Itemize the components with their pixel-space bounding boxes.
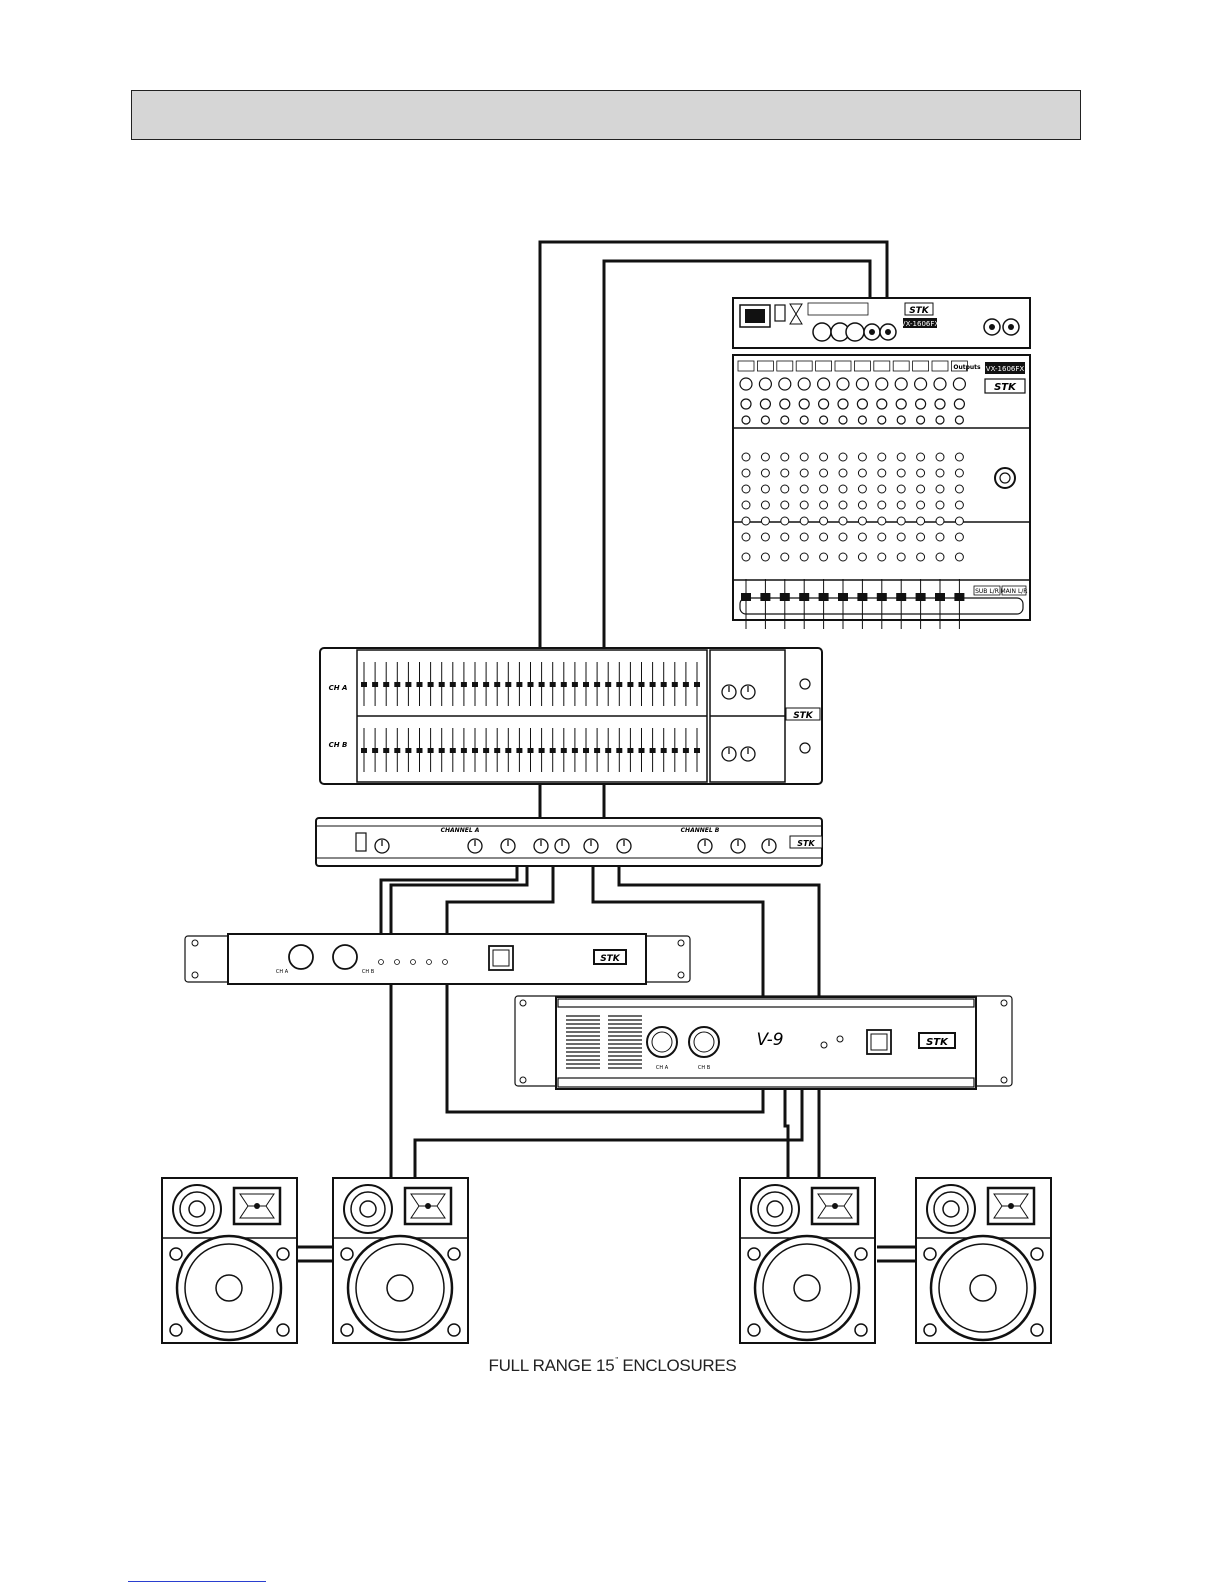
mixer: STK VX-1606FX VX-1606FX STK Outputs SUB … <box>733 298 1030 629</box>
eq-brand: STK <box>793 711 814 721</box>
amp-small-ch-b: CH B <box>362 969 375 975</box>
cable-amp-large-spk-left <box>415 1088 802 1178</box>
amp-large-ch-b: CH B <box>698 1065 711 1071</box>
power-switch-icon <box>775 305 785 321</box>
mixer-sub-label: SUB L/R <box>975 588 999 595</box>
mixer-rear-brand: STK <box>909 306 930 316</box>
caption: FULL RANGE 15" ENCLOSURES <box>0 1356 1225 1376</box>
xover-channel-b: CHANNEL B <box>681 827 720 834</box>
cable-link-left <box>297 1247 333 1261</box>
speaker-1 <box>162 1178 297 1343</box>
speaker-4 <box>916 1178 1051 1343</box>
amplifier-large: CH A CH B V-9 STK <box>515 996 1012 1089</box>
caption-text-end: ENCLOSURES <box>618 1356 737 1375</box>
eq-ch-a-label: CH A <box>329 684 348 692</box>
cable-link-right <box>877 1247 916 1261</box>
mixer-top-model: VX-1606FX <box>986 365 1025 373</box>
equalizer: CH A CH B STK <box>320 648 822 784</box>
mixer-top-brand: STK <box>994 382 1017 393</box>
xover-channel-a: CHANNEL A <box>441 827 480 834</box>
amp-small-brand: STK <box>600 954 621 964</box>
footer-link <box>128 1581 266 1582</box>
mixer-outputs-label: Outputs <box>953 364 981 371</box>
speaker-2 <box>333 1178 468 1343</box>
amp-large-model: V-9 <box>756 1030 783 1050</box>
speaker-3 <box>740 1178 875 1343</box>
amplifier-small: CH A CH B STK <box>185 934 690 984</box>
mixer-rear-model: VX-1606FX <box>901 320 940 328</box>
crossover: CHANNEL A CHANNEL B STK <box>316 818 822 866</box>
mixer-main-label: MAIN L/R <box>1001 588 1028 595</box>
cable-xover-amp-small-2 <box>447 866 553 936</box>
cable-amp-large-spk-right-1 <box>785 1088 788 1178</box>
eq-ch-b-label: CH B <box>329 741 348 749</box>
caption-text: FULL RANGE 15 <box>489 1356 615 1375</box>
xover-brand: STK <box>797 839 815 848</box>
amp-large-ch-a: CH A <box>656 1065 669 1071</box>
amp-small-ch-a: CH A <box>276 969 289 975</box>
amp-large-brand: STK <box>926 1037 949 1048</box>
